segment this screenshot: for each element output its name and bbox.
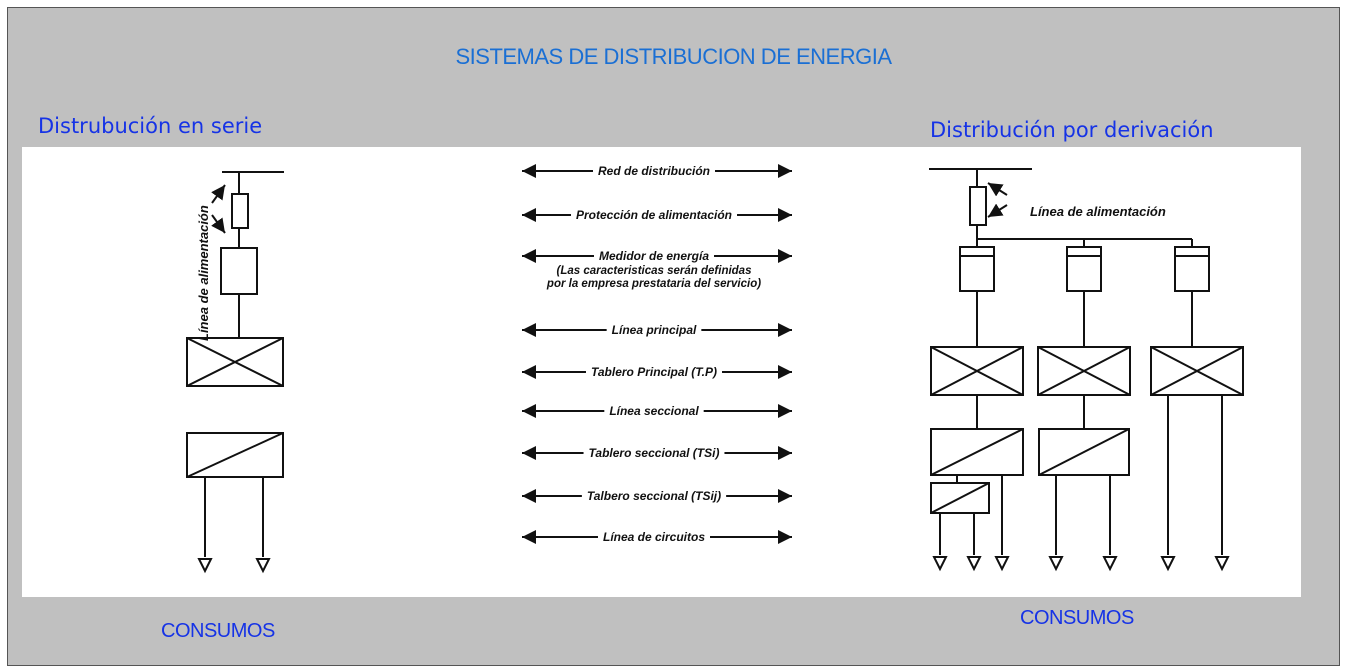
derivation-section-board [1038, 428, 1130, 476]
series-load-symbol [197, 558, 213, 574]
derivation-section-board-slash [930, 428, 1024, 476]
derivation-load-symbol [966, 556, 982, 572]
series-heading: Distrubución en serie [38, 114, 263, 138]
diagram-svg: Línea de alimentación Red de distribució… [186, 164, 1244, 574]
series-section-board [186, 432, 284, 478]
legend-label: Línea seccional [609, 404, 699, 418]
derivation-heading: Distribución por derivación [930, 118, 1214, 142]
legend-row: Tablero seccional (TSi) [522, 446, 792, 460]
derivation-main-board-cross [1150, 346, 1244, 396]
derivation-branches [930, 246, 1244, 572]
series-diagram [186, 171, 284, 574]
derivation-feed-label: Línea de alimentación [1030, 204, 1166, 219]
series-indicator-arrow [211, 184, 226, 204]
derivation-main-board [1150, 346, 1244, 396]
legend-note: por la empresa prestataria del servicio) [546, 278, 761, 290]
series-main-board [186, 337, 284, 387]
series-feed-label: Línea de alimentación [196, 205, 211, 341]
legend-row: Línea principal [522, 323, 792, 337]
derivation-load-symbol [994, 556, 1010, 572]
series-section-board-slash [186, 432, 284, 478]
legend-label: Medidor de energía [599, 249, 709, 263]
derivation-protection-box [969, 186, 987, 226]
series-indicator-arrow [211, 214, 226, 234]
legend-row: Línea seccional [522, 404, 792, 418]
derivation-load-symbol [1102, 556, 1118, 572]
derivation-main-board-cross [1037, 346, 1131, 396]
legend-label: Talbero seccional (TSij) [587, 489, 721, 503]
legend-label: Tablero Principal (T.P) [591, 365, 717, 379]
legend-row: Protección de alimentación [522, 208, 792, 222]
derivation-main-board-cross [930, 346, 1024, 396]
series-main-board-cross [186, 337, 284, 387]
derivation-section-board-slash [1038, 428, 1130, 476]
legend-row: Talbero seccional (TSij) [522, 489, 792, 503]
series-protection-box [231, 193, 249, 229]
derivation-load-symbol [1214, 556, 1230, 572]
derivation-meter-box [1174, 246, 1210, 292]
legend-label: Línea de circuitos [603, 530, 705, 544]
legend-label: Red de distribución [598, 164, 710, 178]
derivation-consumos-label: CONSUMOS [1020, 607, 1134, 629]
legend-label: Línea principal [612, 323, 697, 337]
derivation-load-symbol [1048, 556, 1064, 572]
derivation-meter-box [959, 246, 995, 292]
series-load-symbol [255, 558, 271, 574]
series-meter-box [220, 247, 258, 295]
derivation-diagram [929, 168, 1193, 247]
derivation-section-board [930, 482, 990, 514]
derivation-load-symbol [932, 556, 948, 572]
derivation-section-board [930, 428, 1024, 476]
legend-row: Tablero Principal (T.P) [522, 365, 792, 379]
derivation-meter-box [1066, 246, 1102, 292]
page-title: SISTEMAS DE DISTRIBUCION DE ENERGIA [455, 44, 892, 69]
legend-label: Protección de alimentación [576, 208, 732, 222]
derivation-load-symbol [1160, 556, 1176, 572]
derivation-indicator-arrow [987, 182, 1008, 197]
series-consumos-label: CONSUMOS [161, 620, 275, 642]
legend-label: Tablero seccional (TSi) [589, 446, 720, 460]
legend-row: Medidor de energía (Las caracteristicas s… [522, 249, 792, 290]
derivation-section-board-slash [930, 482, 990, 514]
legend-note: (Las caracteristicas serán definidas [557, 265, 752, 277]
derivation-indicator-arrow [987, 203, 1008, 218]
legend-row: Línea de circuitos [522, 530, 792, 544]
legend-row: Red de distribución [522, 164, 792, 178]
diagram-panel: Línea de alimentación Red de distribució… [22, 147, 1301, 597]
